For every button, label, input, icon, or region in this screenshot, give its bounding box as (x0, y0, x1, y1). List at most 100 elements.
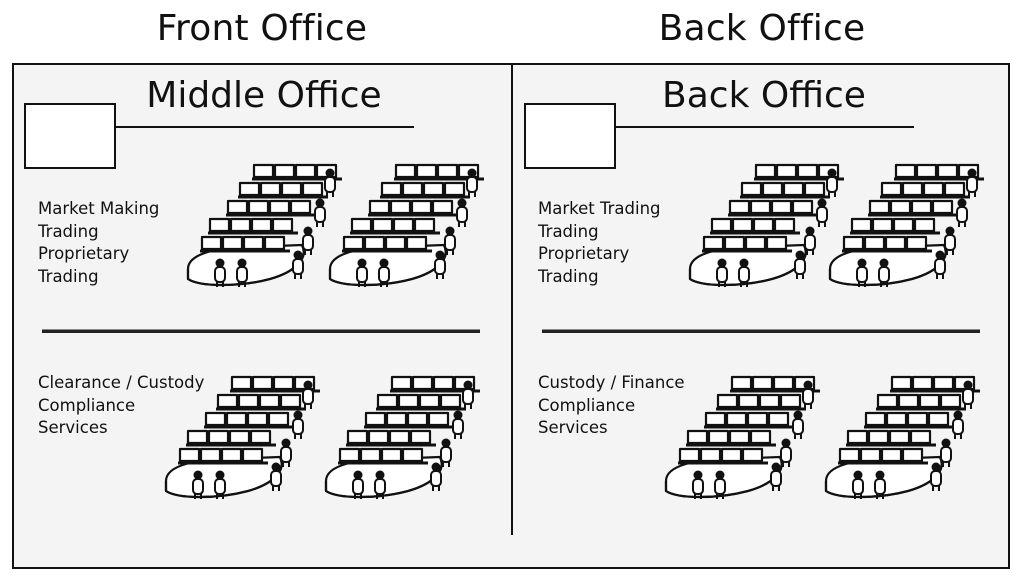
monitor-row (216, 393, 306, 411)
bottom-label-group: Clearance / Custody Compliance Services (38, 372, 204, 440)
label-line: Compliance (38, 395, 136, 415)
monitor-row (710, 217, 800, 235)
trader-figure (214, 258, 226, 287)
trader-figure (934, 250, 946, 279)
monitor-row (838, 447, 928, 465)
label-line: Market Trading (538, 199, 661, 218)
monitor-row (880, 181, 970, 199)
trader-figure (780, 438, 792, 467)
monitor-row (678, 447, 768, 465)
label-line: Proprietary (538, 244, 630, 263)
trader-figure (952, 410, 964, 439)
monitor-row (226, 199, 316, 217)
trader-figure (374, 470, 386, 499)
monitor-row (842, 235, 932, 253)
vertical-divider (511, 63, 513, 535)
trader-figure (270, 462, 282, 491)
monitor-row (876, 393, 966, 411)
trader-figure (856, 258, 868, 287)
monitor-row (204, 411, 294, 429)
trader-figure (930, 462, 942, 491)
trader-figure (962, 380, 974, 409)
trading-desk-icon (658, 363, 838, 513)
trader-figure (444, 226, 456, 255)
monitor-row (178, 447, 268, 465)
trader-figure (236, 258, 248, 287)
monitor-row (346, 429, 436, 447)
trader-figure (878, 258, 890, 287)
trader-figure (324, 168, 336, 197)
monitor-row (728, 199, 818, 217)
monitor-row (230, 375, 320, 393)
trader-figure (716, 258, 728, 287)
trader-figure (356, 258, 368, 287)
trader-figure (816, 198, 828, 227)
monitor-row (252, 163, 342, 181)
label-line: Proprietary (38, 244, 130, 263)
trading-floor-drawing (664, 375, 820, 499)
trader-figure (456, 198, 468, 227)
trading-floor-drawing (828, 163, 984, 287)
trader-figure (966, 168, 978, 197)
trader-figure (714, 470, 726, 499)
monitor-row (376, 393, 466, 411)
monitor-row (740, 181, 830, 199)
monitor-row (846, 429, 936, 447)
trading-desk-icon (682, 151, 862, 301)
connector-line (616, 126, 914, 128)
trader-figure (944, 226, 956, 255)
trading-desk-icon (158, 363, 338, 513)
trading-floor-drawing (324, 375, 480, 499)
monitor-row (200, 235, 290, 253)
label-line: Trading (38, 266, 99, 286)
trader-figure (280, 438, 292, 467)
panel-middle-office: Middle Office Market Making Trading Prop… (14, 65, 510, 565)
trader-figure (302, 226, 314, 255)
monitor-row (702, 235, 792, 253)
top-label-group: Market Trading Trading Proprietary Tradi… (538, 198, 661, 288)
monitor-row (380, 181, 470, 199)
placeholder-box (524, 103, 616, 169)
monitor-row (368, 199, 458, 217)
trading-desk-icon (818, 363, 998, 513)
front-office-header: Front Office (156, 8, 368, 49)
label-line: Clearance / Custody (38, 373, 205, 392)
monitor-row (186, 429, 276, 447)
panel-title: Middle Office (146, 75, 382, 116)
trading-floor-drawing (186, 163, 342, 287)
trader-figure (292, 250, 304, 279)
panel-title: Back Office (662, 75, 866, 116)
monitor-row (350, 217, 440, 235)
trader-figure (302, 380, 314, 409)
horizontal-divider (42, 329, 480, 333)
trading-floor-drawing (824, 375, 980, 499)
back-office-header: Back Office (658, 8, 866, 49)
trader-figure (462, 380, 474, 409)
label-line: Custody / Finance (538, 373, 685, 392)
trader-figure (802, 380, 814, 409)
trader-figure (692, 470, 704, 499)
trader-figure (192, 470, 204, 499)
bottom-label-group: Custody / Finance Compliance Services (538, 372, 685, 440)
trader-figure (430, 462, 442, 491)
trader-figure (434, 250, 446, 279)
trader-figure (352, 470, 364, 499)
trading-floor-drawing (164, 375, 320, 499)
monitor-row (754, 163, 844, 181)
label-line: Compliance (538, 395, 636, 415)
trader-figure (792, 410, 804, 439)
monitor-row (704, 411, 794, 429)
trader-figure (738, 258, 750, 287)
monitor-row (850, 217, 940, 235)
panel-back-office: Back Office Market Trading Trading Propr… (514, 65, 1010, 565)
trader-figure (956, 198, 968, 227)
monitor-row (338, 447, 428, 465)
connector-line (116, 126, 414, 128)
trader-figure (770, 462, 782, 491)
trader-figure (378, 258, 390, 287)
monitor-row (208, 217, 298, 235)
monitor-row (238, 181, 328, 199)
trading-floor-drawing (328, 163, 484, 287)
monitor-row (686, 429, 776, 447)
trader-figure (440, 438, 452, 467)
